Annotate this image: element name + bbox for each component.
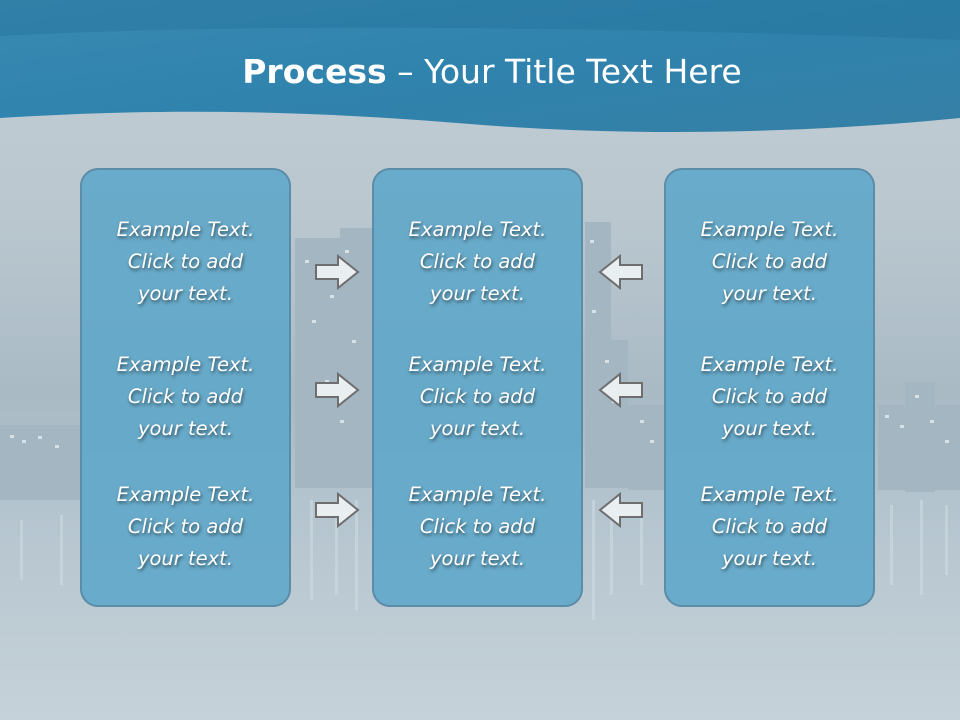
process-panel-center[interactable]: Example Text. Click to add your text. Ex…	[372, 168, 583, 607]
text-line: your text.	[137, 547, 234, 570]
text-line: Example Text.	[116, 218, 255, 241]
text-line: Example Text.	[700, 353, 839, 376]
text-line: your text.	[137, 282, 234, 305]
process-panel-right[interactable]: Example Text. Click to add your text. Ex…	[664, 168, 875, 607]
text-line: Example Text.	[116, 483, 255, 506]
text-line: Example Text.	[408, 353, 547, 376]
text-line: your text.	[429, 417, 526, 440]
text-line: Click to add	[127, 250, 244, 273]
text-block[interactable]: Example Text. Click to add your text.	[666, 479, 873, 575]
text-line: your text.	[721, 417, 818, 440]
text-line: Click to add	[419, 385, 536, 408]
text-block[interactable]: Example Text. Click to add your text.	[666, 214, 873, 310]
arrow-right-icon[interactable]	[313, 252, 361, 292]
header-wave	[0, 0, 960, 132]
text-line: Click to add	[127, 515, 244, 538]
process-panel-left[interactable]: Example Text. Click to add your text. Ex…	[80, 168, 291, 607]
text-line: Click to add	[419, 515, 536, 538]
arrow-left-icon[interactable]	[597, 490, 645, 530]
arrow-right-icon[interactable]	[313, 490, 361, 530]
text-line: Click to add	[711, 385, 828, 408]
text-line: your text.	[137, 417, 234, 440]
text-line: your text.	[721, 282, 818, 305]
title-rest: – Your Title Text Here	[386, 52, 742, 91]
text-block[interactable]: Example Text. Click to add your text.	[666, 349, 873, 445]
text-line: Example Text.	[408, 218, 547, 241]
arrow-right-icon[interactable]	[313, 370, 361, 410]
text-block[interactable]: Example Text. Click to add your text.	[374, 479, 581, 575]
text-line: Example Text.	[408, 483, 547, 506]
arrow-left-icon[interactable]	[597, 252, 645, 292]
text-line: Click to add	[711, 515, 828, 538]
text-line: Example Text.	[700, 218, 839, 241]
text-line: your text.	[429, 547, 526, 570]
text-block[interactable]: Example Text. Click to add your text.	[82, 214, 289, 310]
text-line: your text.	[429, 282, 526, 305]
text-block[interactable]: Example Text. Click to add your text.	[82, 479, 289, 575]
slide-title[interactable]: Process – Your Title Text Here	[0, 52, 960, 91]
text-line: Click to add	[419, 250, 536, 273]
text-line: your text.	[721, 547, 818, 570]
arrow-left-icon[interactable]	[597, 370, 645, 410]
text-line: Click to add	[711, 250, 828, 273]
text-block[interactable]: Example Text. Click to add your text.	[82, 349, 289, 445]
text-block[interactable]: Example Text. Click to add your text.	[374, 214, 581, 310]
text-line: Example Text.	[700, 483, 839, 506]
title-bold: Process	[242, 52, 387, 91]
text-line: Example Text.	[116, 353, 255, 376]
text-line: Click to add	[127, 385, 244, 408]
text-block[interactable]: Example Text. Click to add your text.	[374, 349, 581, 445]
